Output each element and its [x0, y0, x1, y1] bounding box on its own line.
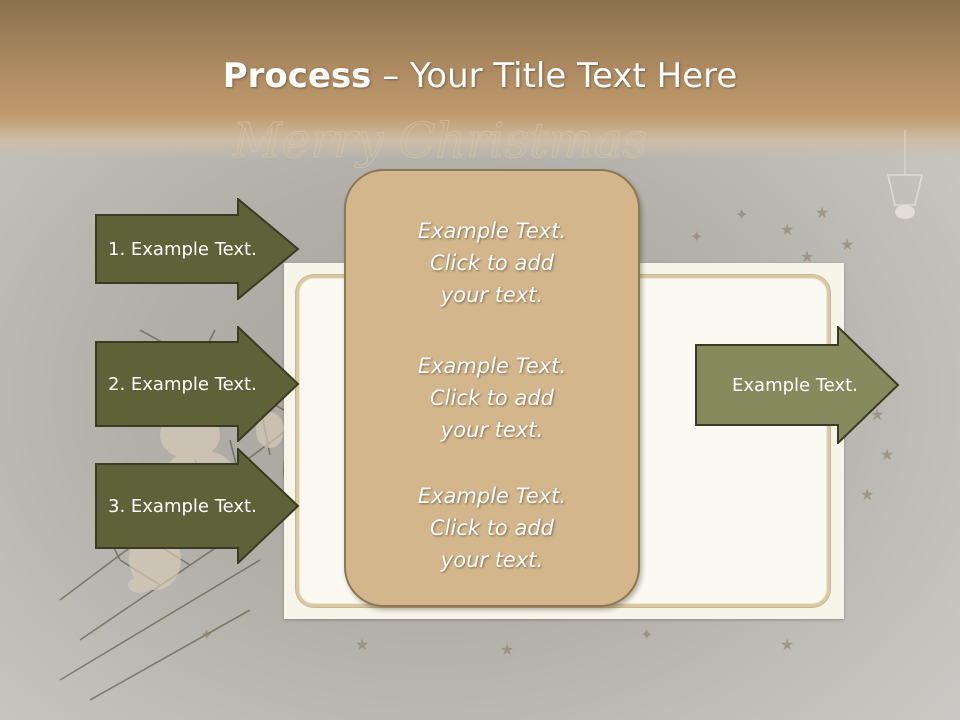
title-bold-part: Process [222, 56, 372, 96]
block-line: Example Text. [417, 354, 567, 378]
block-line: Click to add [429, 251, 554, 275]
block-line: Click to add [429, 386, 554, 410]
center-text-box[interactable]: Example Text. Click to add your text. Ex… [344, 169, 640, 607]
right-arrow[interactable]: Example Text. [695, 326, 900, 444]
left-arrow-label: 3. Example Text. [108, 495, 257, 517]
arrow-shape [695, 326, 900, 444]
svg-text:✦: ✦ [200, 625, 213, 644]
svg-text:★: ★ [780, 220, 794, 239]
star-decoration: ★★★ ★★★ ★✦✦ ✦★✦ ★✦★ [200, 203, 894, 659]
svg-text:★: ★ [500, 640, 514, 659]
block-line: Example Text. [417, 219, 567, 243]
svg-text:★: ★ [840, 235, 854, 254]
svg-text:✦: ✦ [735, 205, 748, 224]
arrow-shape [95, 198, 300, 300]
left-arrow-label: 1. Example Text. [108, 238, 257, 260]
right-arrow-label: Example Text. [732, 374, 858, 396]
center-text-block-1[interactable]: Example Text. Click to add your text. [346, 215, 638, 311]
center-text-block-3[interactable]: Example Text. Click to add your text. [346, 480, 638, 576]
svg-text:★: ★ [860, 485, 874, 504]
svg-text:★: ★ [355, 635, 369, 654]
ornament-decoration [886, 130, 924, 219]
svg-text:★: ★ [800, 247, 814, 266]
left-arrow-3[interactable]: 3. Example Text. [95, 448, 300, 564]
center-text-block-2[interactable]: Example Text. Click to add your text. [346, 350, 638, 446]
svg-text:✦: ✦ [640, 625, 653, 644]
block-line: your text. [440, 418, 544, 442]
block-line: Click to add [429, 516, 554, 540]
svg-text:✦: ✦ [690, 227, 703, 246]
slide-title[interactable]: Process – Your Title Text Here [0, 54, 960, 98]
svg-text:★: ★ [780, 635, 794, 654]
block-line: your text. [440, 548, 544, 572]
left-arrow-1[interactable]: 1. Example Text. [95, 198, 300, 300]
arrow-shape [95, 448, 300, 564]
svg-text:★: ★ [815, 203, 829, 222]
header-band [0, 0, 960, 160]
block-line: your text. [440, 283, 544, 307]
arrow-shape [95, 326, 300, 442]
title-rest-part: – Your Title Text Here [371, 56, 738, 96]
left-arrow-label: 2. Example Text. [108, 373, 257, 395]
greeting-watermark: Merry Christmas [232, 113, 647, 169]
block-line: Example Text. [417, 484, 567, 508]
left-arrow-2[interactable]: 2. Example Text. [95, 326, 300, 442]
svg-text:★: ★ [880, 445, 894, 464]
